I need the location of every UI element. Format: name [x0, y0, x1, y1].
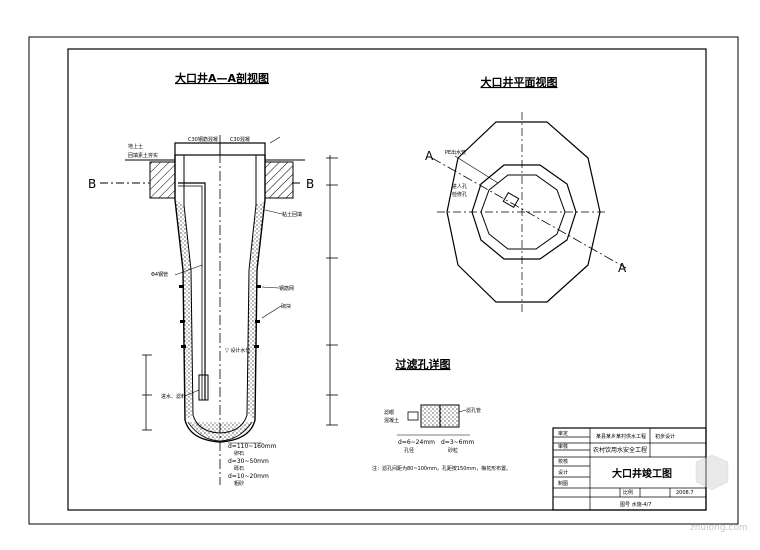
- label-pipe: Φ4钢管: [151, 271, 168, 278]
- plan-label-manhole-sub: 检修孔: [452, 191, 467, 198]
- gravel-name-3: 粗砂: [234, 480, 244, 487]
- plan-ring-outer: [471, 164, 577, 260]
- plan-marker-a1: A: [425, 149, 434, 163]
- cell-3: 校核: [558, 458, 568, 465]
- plan-view-title: 大口井平面视图: [481, 75, 558, 89]
- top-label-2: C30混凝: [230, 136, 250, 143]
- title-date: 2008.7: [676, 490, 694, 496]
- wall-fill-left: [175, 200, 193, 420]
- cell-5: 制图: [558, 480, 568, 487]
- title-project: 农村饮用水安全工程: [593, 446, 647, 454]
- filter-label-right: 滤孔管: [466, 407, 481, 414]
- top-label-1: C30钢筋混凝: [188, 136, 218, 143]
- cell-4: 设计: [558, 469, 568, 476]
- watermark-text: zhulong.com: [690, 523, 748, 533]
- watermark: zhulong.com: [690, 454, 748, 533]
- outer-sheet-border: [28, 36, 739, 525]
- label-backfill: 回填素土夯实: [128, 152, 158, 159]
- gravel-spec-list: d=110~160mm 卵石 d=30~50mm 砾石 d=10~20mm 粗砂: [228, 442, 277, 487]
- filter-dim-2: d=3~6mm: [441, 439, 474, 446]
- cell-1: 审定: [558, 430, 568, 437]
- steel-pipe-inner: [178, 185, 203, 400]
- cell-2: 审核: [558, 443, 568, 450]
- gravel-name-1: 卵石: [234, 450, 244, 457]
- plan-label-pipe: PE出水管: [445, 149, 466, 156]
- gravel-size-1: d=110~160mm: [228, 443, 277, 450]
- label-mesh: 钢筋网: [279, 285, 294, 292]
- filter-label-left: 滤眼: [384, 409, 394, 416]
- label-block: 砌块: [281, 303, 291, 310]
- plan-label-manhole: 进人孔: [452, 183, 467, 190]
- plan-outer-decagon: [446, 121, 601, 303]
- wall-filter-holes: [179, 285, 261, 348]
- filter-detail: 过滤孔详图 滤眼 混凝土 滤孔管 d=6~24mm 孔径 d=3~6mm 砂粒 …: [372, 357, 511, 472]
- section-marker-left: B: [88, 177, 96, 191]
- backfill-block-right: [264, 161, 294, 199]
- dimension-column-right: [326, 155, 338, 426]
- plan-marker-a2: A: [618, 261, 627, 275]
- label-soil: 粘土回填: [282, 211, 302, 218]
- gravel-name-2: 砾石: [234, 465, 244, 472]
- gravel-size-2: d=30~50mm: [228, 458, 269, 465]
- wall-fill-right: [247, 200, 265, 420]
- gravel-size-3: d=10~20mm: [228, 473, 269, 480]
- title-stage: 初步设计: [655, 433, 675, 440]
- label-inlet: 进水、滤料: [161, 393, 186, 400]
- dimension-column-left: [142, 354, 152, 431]
- plan-ring-inner: [480, 174, 566, 250]
- drawing-title: 大口井竣工图: [612, 467, 672, 480]
- filter-hole: [407, 411, 419, 421]
- backfill-block-left: [149, 161, 176, 199]
- inner-drawing-border: [67, 48, 707, 511]
- title-org: 某县某乡某村供水工程: [596, 433, 646, 440]
- filter-dim-2-sub: 砂粒: [448, 447, 458, 454]
- plan-manhole: [502, 191, 520, 209]
- watermark-logo: [695, 454, 729, 491]
- title-block: 某县某乡某村供水工程 农村饮用水安全工程 初步设计 大口井竣工图 审定 审核 校…: [552, 427, 707, 511]
- plan-view: 大口井平面视图 A A PE出水管 进人孔 检修孔: [425, 75, 627, 312]
- filter-detail-title: 过滤孔详图: [396, 357, 451, 371]
- pump-box: [198, 374, 209, 401]
- plan-section-line: [431, 157, 627, 269]
- section-view: 大口井A—A剖视图 B B: [88, 71, 338, 487]
- section-view-title: 大口井A—A剖视图: [175, 71, 269, 85]
- label-ground: 地上土: [128, 143, 143, 150]
- steel-pipe: [178, 182, 206, 400]
- filter-label-left2: 混凝土: [384, 417, 399, 424]
- filter-dim-1-sub: 孔径: [404, 447, 414, 454]
- filter-note: 注：滤孔间距为80~100mm，孔距按150mm，梅花形布置。: [372, 465, 511, 472]
- drawing-number: 图号 水施-4/7: [620, 501, 651, 508]
- filter-dim-1: d=6~24mm: [398, 439, 435, 446]
- label-water-level: ▽ 设计水位: [225, 347, 250, 354]
- gravel-bed: [187, 421, 253, 442]
- section-marker-right: B: [306, 177, 314, 191]
- scale-label: 比例: [623, 489, 633, 496]
